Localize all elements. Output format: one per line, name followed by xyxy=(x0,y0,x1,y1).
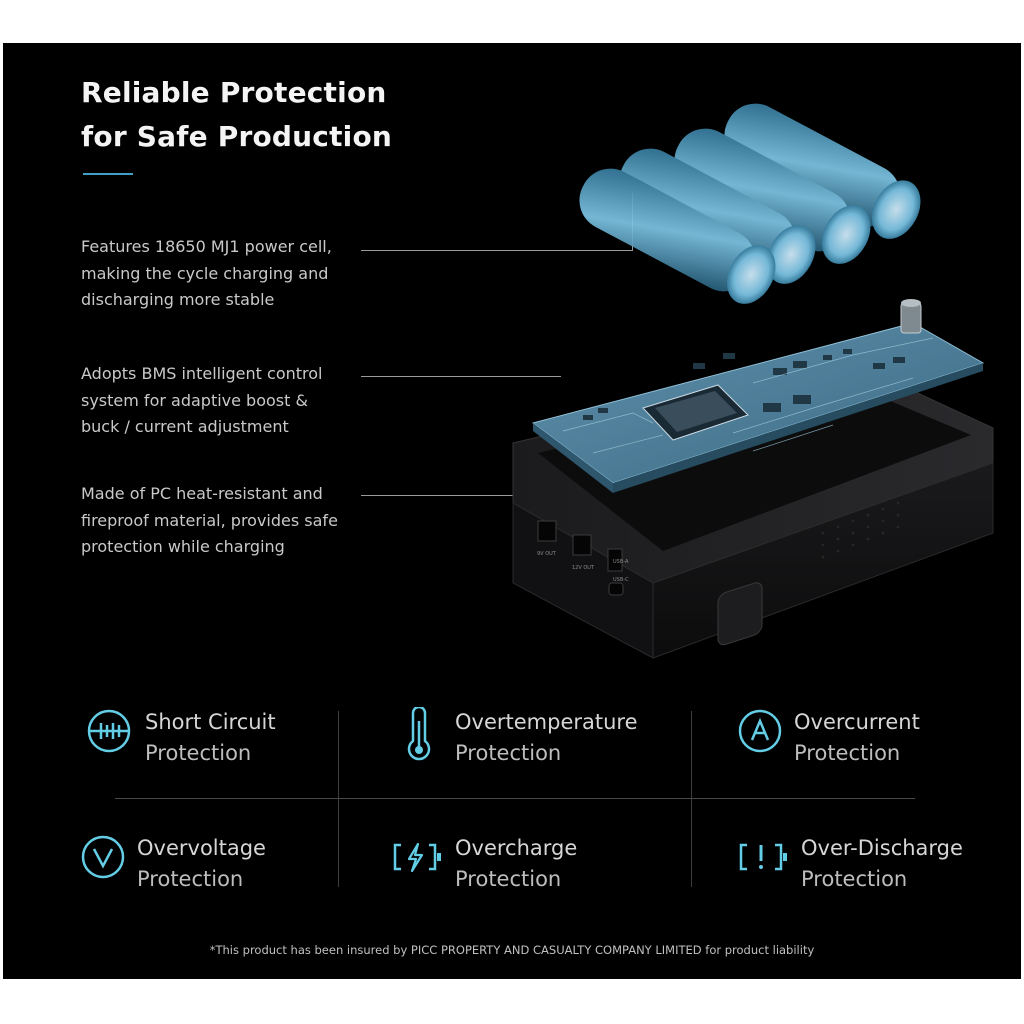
product-feature-panel: Reliable Protection for Safe Production … xyxy=(3,43,1021,979)
port-usb-a xyxy=(607,548,623,572)
protection-subtitle: Protection xyxy=(455,867,562,891)
feature-text-line: Made of PC heat-resistant and xyxy=(81,484,323,503)
protection-overcurrent: Overcurrent Protection xyxy=(736,707,920,769)
feature-text-line: Adopts BMS intelligent control xyxy=(81,364,323,383)
grid-divider-horizontal xyxy=(115,798,915,799)
protection-title: Over-Discharge xyxy=(801,836,963,860)
protection-overtemperature: Overtemperature Protection xyxy=(395,707,638,769)
protection-title: Overcurrent xyxy=(794,710,920,734)
feature-text-line: discharging more stable xyxy=(81,290,275,309)
page-title: Reliable Protection for Safe Production xyxy=(81,71,392,159)
protection-short-circuit: Short Circuit Protection xyxy=(85,707,276,769)
port-label-usb-a: USB-A xyxy=(613,559,629,565)
grid-divider-1 xyxy=(338,711,339,887)
feature-text-line: protection while charging xyxy=(81,537,285,556)
feature-text-line: buck / current adjustment xyxy=(81,417,289,436)
battery-cells xyxy=(579,103,921,304)
port-9v-out xyxy=(537,520,557,542)
circuit-board xyxy=(531,299,985,493)
protection-overvoltage: Overvoltage Protection xyxy=(79,833,266,895)
protection-subtitle: Protection xyxy=(794,741,901,765)
battery-alert-icon xyxy=(739,843,787,871)
title-line-1: Reliable Protection xyxy=(81,76,387,109)
port-label-9v: 9V OUT xyxy=(537,551,557,557)
callout-line-bms xyxy=(361,376,561,377)
port-usb-c xyxy=(608,582,624,596)
protection-subtitle: Protection xyxy=(137,867,244,891)
voltage-icon xyxy=(81,835,125,879)
protection-over-discharge: Over-Discharge Protection xyxy=(737,833,963,895)
feature-power-cell: Features 18650 MJ1 power cell, making th… xyxy=(81,234,361,314)
protection-subtitle: Protection xyxy=(145,741,252,765)
protection-overcharge: Overcharge Protection xyxy=(391,833,577,895)
battery-bolt-icon xyxy=(393,842,441,873)
insurance-footnote: *This product has been insured by PICC P… xyxy=(209,943,815,957)
port-12v-out xyxy=(572,534,592,556)
protection-subtitle: Protection xyxy=(801,867,908,891)
feature-text-line: making the cycle charging and xyxy=(81,263,329,283)
short-circuit-icon xyxy=(87,709,131,753)
feature-bms-control: Adopts BMS intelligent control system fo… xyxy=(81,361,361,441)
capacitor xyxy=(900,302,922,334)
power-station-exploded-illustration: 9V OUT 12V OUT USB-A USB-C xyxy=(512,103,994,659)
protection-title: Short Circuit xyxy=(145,710,276,734)
protection-subtitle: Protection xyxy=(455,741,562,765)
thermometer-icon xyxy=(407,707,431,761)
protection-title: Overvoltage xyxy=(137,836,266,860)
protection-title: Overtemperature xyxy=(455,710,638,734)
port-label-12v: 12V OUT xyxy=(572,565,595,571)
feature-text-line: fireproof material, provides safe xyxy=(81,510,338,530)
title-accent-bar xyxy=(83,173,133,175)
grid-divider-2 xyxy=(691,711,692,887)
callout-line-material xyxy=(361,495,517,496)
feature-text-line: Features 18650 MJ1 power cell, xyxy=(81,237,332,256)
feature-pc-material: Made of PC heat-resistant and fireproof … xyxy=(81,481,361,561)
title-line-2: for Safe Production xyxy=(81,120,393,153)
ampere-icon xyxy=(738,709,782,753)
port-label-usb-c: USB-C xyxy=(613,577,629,583)
callout-line-power-cell xyxy=(361,250,633,251)
feature-text-line: system for adaptive boost & xyxy=(81,390,308,410)
protection-title: Overcharge xyxy=(455,836,578,860)
